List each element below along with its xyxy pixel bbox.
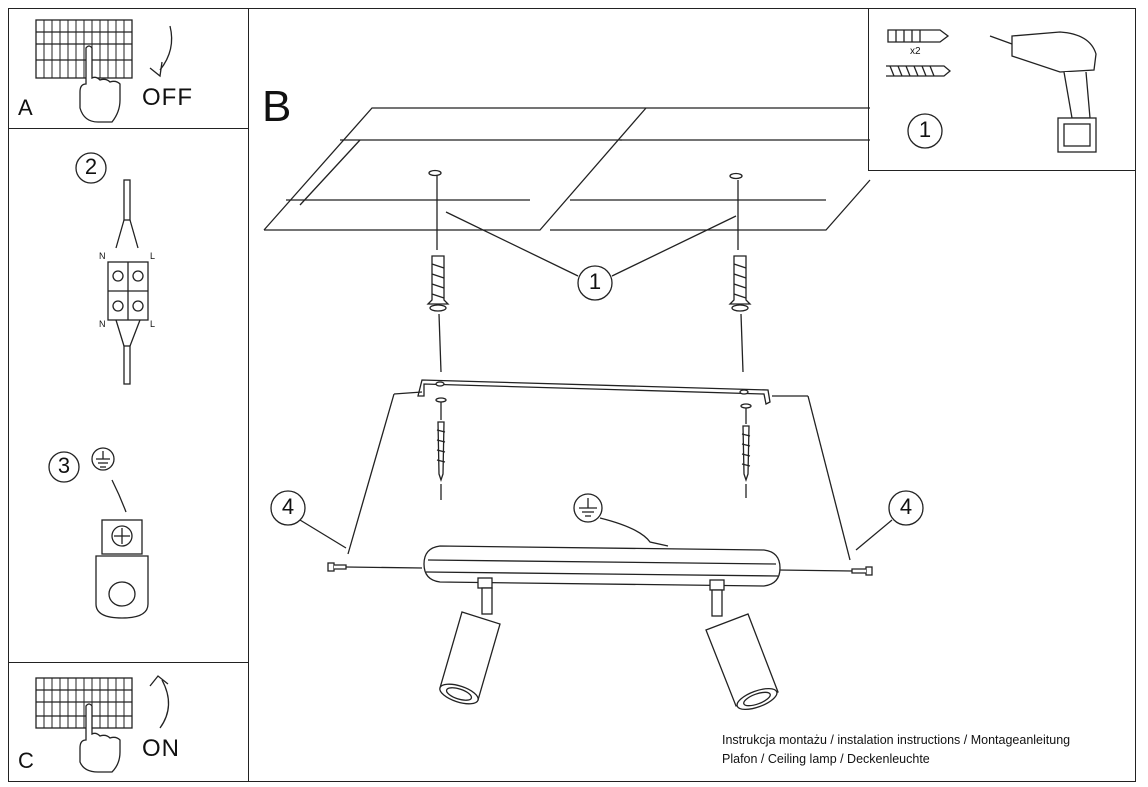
panel-b-letter: B [262, 82, 292, 131]
arrow-up-icon [149, 675, 170, 729]
terminal-l-bottom: L [150, 319, 156, 329]
ceiling-panels [263, 107, 871, 231]
wiring-terminal [107, 179, 149, 385]
terminal-l-top: L [150, 251, 156, 261]
bracket-guide-left [347, 393, 395, 555]
step-2-circle [75, 152, 107, 184]
side-screw-axis-right [777, 569, 853, 572]
mounting-bracket [417, 379, 771, 405]
outer-frame [8, 8, 1136, 782]
tools-multiplier: x2 [910, 46, 921, 57]
screw-icon [886, 65, 952, 77]
ground-wire [111, 479, 127, 513]
callout-1-leader [445, 211, 579, 277]
spotlight-left [439, 577, 501, 705]
terminal-n-top: N [99, 251, 106, 261]
wall-plug-icon [887, 29, 950, 43]
ground-symbol-icon [573, 493, 603, 523]
caption-instructions: Instrukcja montażu / instalation instruc… [722, 733, 1071, 747]
callout-4-left-circle [270, 490, 306, 526]
drill-icon [989, 31, 1097, 153]
left-column-divider [248, 8, 249, 782]
bracket-guide-right [807, 395, 851, 561]
axis-left [438, 313, 442, 373]
step-1-circle [907, 113, 943, 149]
power-on-label: ON [142, 735, 180, 762]
step-2-number: 2 [84, 154, 98, 179]
panel-a-letter: A [18, 95, 33, 120]
wall-plug-left [426, 255, 450, 312]
side-screw-right [851, 566, 873, 576]
ground-symbol-icon [91, 447, 115, 471]
ceiling-hole-right [729, 172, 743, 180]
callout-4-right-leader [855, 519, 893, 551]
callout-1-number: 1 [588, 269, 602, 294]
lamp-base [423, 545, 781, 587]
step-3-circle [48, 451, 80, 483]
callout-4-left-leader [299, 519, 347, 549]
step-3-number: 3 [57, 453, 71, 478]
bracket-guide-left-top [393, 391, 423, 395]
ceiling-hole-left [428, 169, 442, 177]
callout-4-right-circle [888, 490, 924, 526]
callout-1-circle [577, 265, 613, 301]
callout-4-left-number: 4 [281, 494, 295, 519]
power-off-label: OFF [142, 84, 193, 111]
hand-icon [79, 45, 121, 123]
screw-left [435, 397, 447, 500]
caption-product: Plafon / Ceiling lamp / Deckenleuchte [722, 752, 930, 766]
callout-1-leader [611, 215, 737, 277]
spotlight-right [705, 579, 779, 711]
hand-icon [79, 703, 121, 773]
wall-plug-right [728, 255, 752, 312]
ground-wire [599, 517, 669, 547]
terminal-n-bottom: N [99, 319, 106, 329]
panel-c-letter: C [18, 748, 34, 773]
fuse-box-off [35, 19, 133, 79]
fuse-box-on [35, 677, 133, 729]
screw-right [740, 403, 752, 498]
callout-4-right-number: 4 [899, 494, 913, 519]
tools-step-number: 1 [918, 117, 932, 142]
side-screw-axis-left [345, 566, 423, 569]
axis-right [740, 313, 744, 373]
side-screw-left [327, 562, 347, 572]
ground-terminal [95, 519, 149, 619]
arrow-down-icon [149, 25, 173, 78]
